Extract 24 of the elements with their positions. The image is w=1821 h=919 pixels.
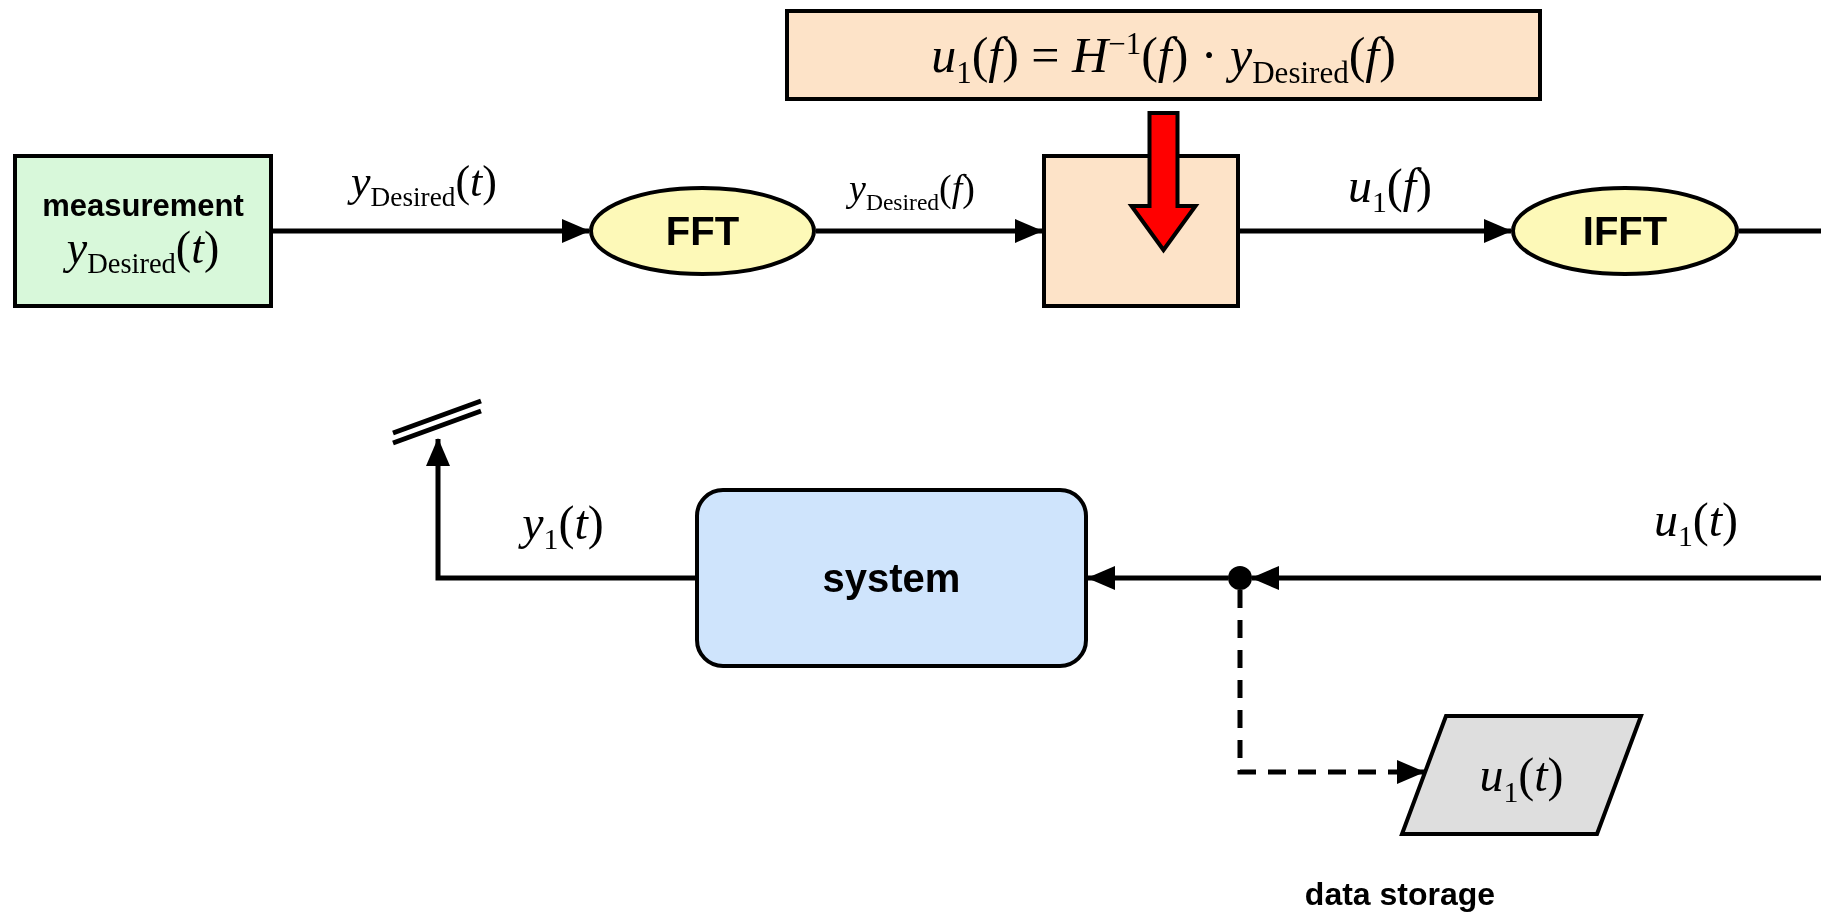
node-label: IFFT bbox=[1582, 209, 1668, 253]
node-label: measurement bbox=[42, 188, 244, 223]
arrow bbox=[1251, 566, 1821, 590]
caption-label: data storage bbox=[1304, 875, 1496, 913]
arrow bbox=[1087, 566, 1228, 590]
system-box bbox=[695, 488, 1088, 668]
formula-box bbox=[785, 9, 1542, 101]
math-label: u$_{1}$(t) bbox=[1479, 748, 1564, 802]
node-label: system bbox=[822, 556, 961, 600]
node-label: FFT bbox=[665, 209, 740, 253]
arrow bbox=[273, 219, 590, 243]
math-label: u$_{1}$(f) = H$^{−1}$(f) · y$_{Desired}$(f) bbox=[931, 27, 1396, 83]
measurement-box bbox=[13, 154, 273, 308]
output-terminal-symbol bbox=[391, 397, 482, 445]
connector-line bbox=[1739, 228, 1821, 234]
process-ellipse bbox=[589, 186, 816, 276]
arrow bbox=[816, 219, 1043, 243]
junction-dot bbox=[1228, 566, 1252, 590]
dashed-arrow bbox=[1237, 590, 1425, 784]
arrow bbox=[426, 438, 695, 581]
block-arrow bbox=[1127, 111, 1200, 254]
arrow bbox=[1240, 219, 1512, 243]
process-ellipse bbox=[1511, 186, 1739, 276]
data-storage-parallelogram bbox=[1400, 714, 1643, 836]
